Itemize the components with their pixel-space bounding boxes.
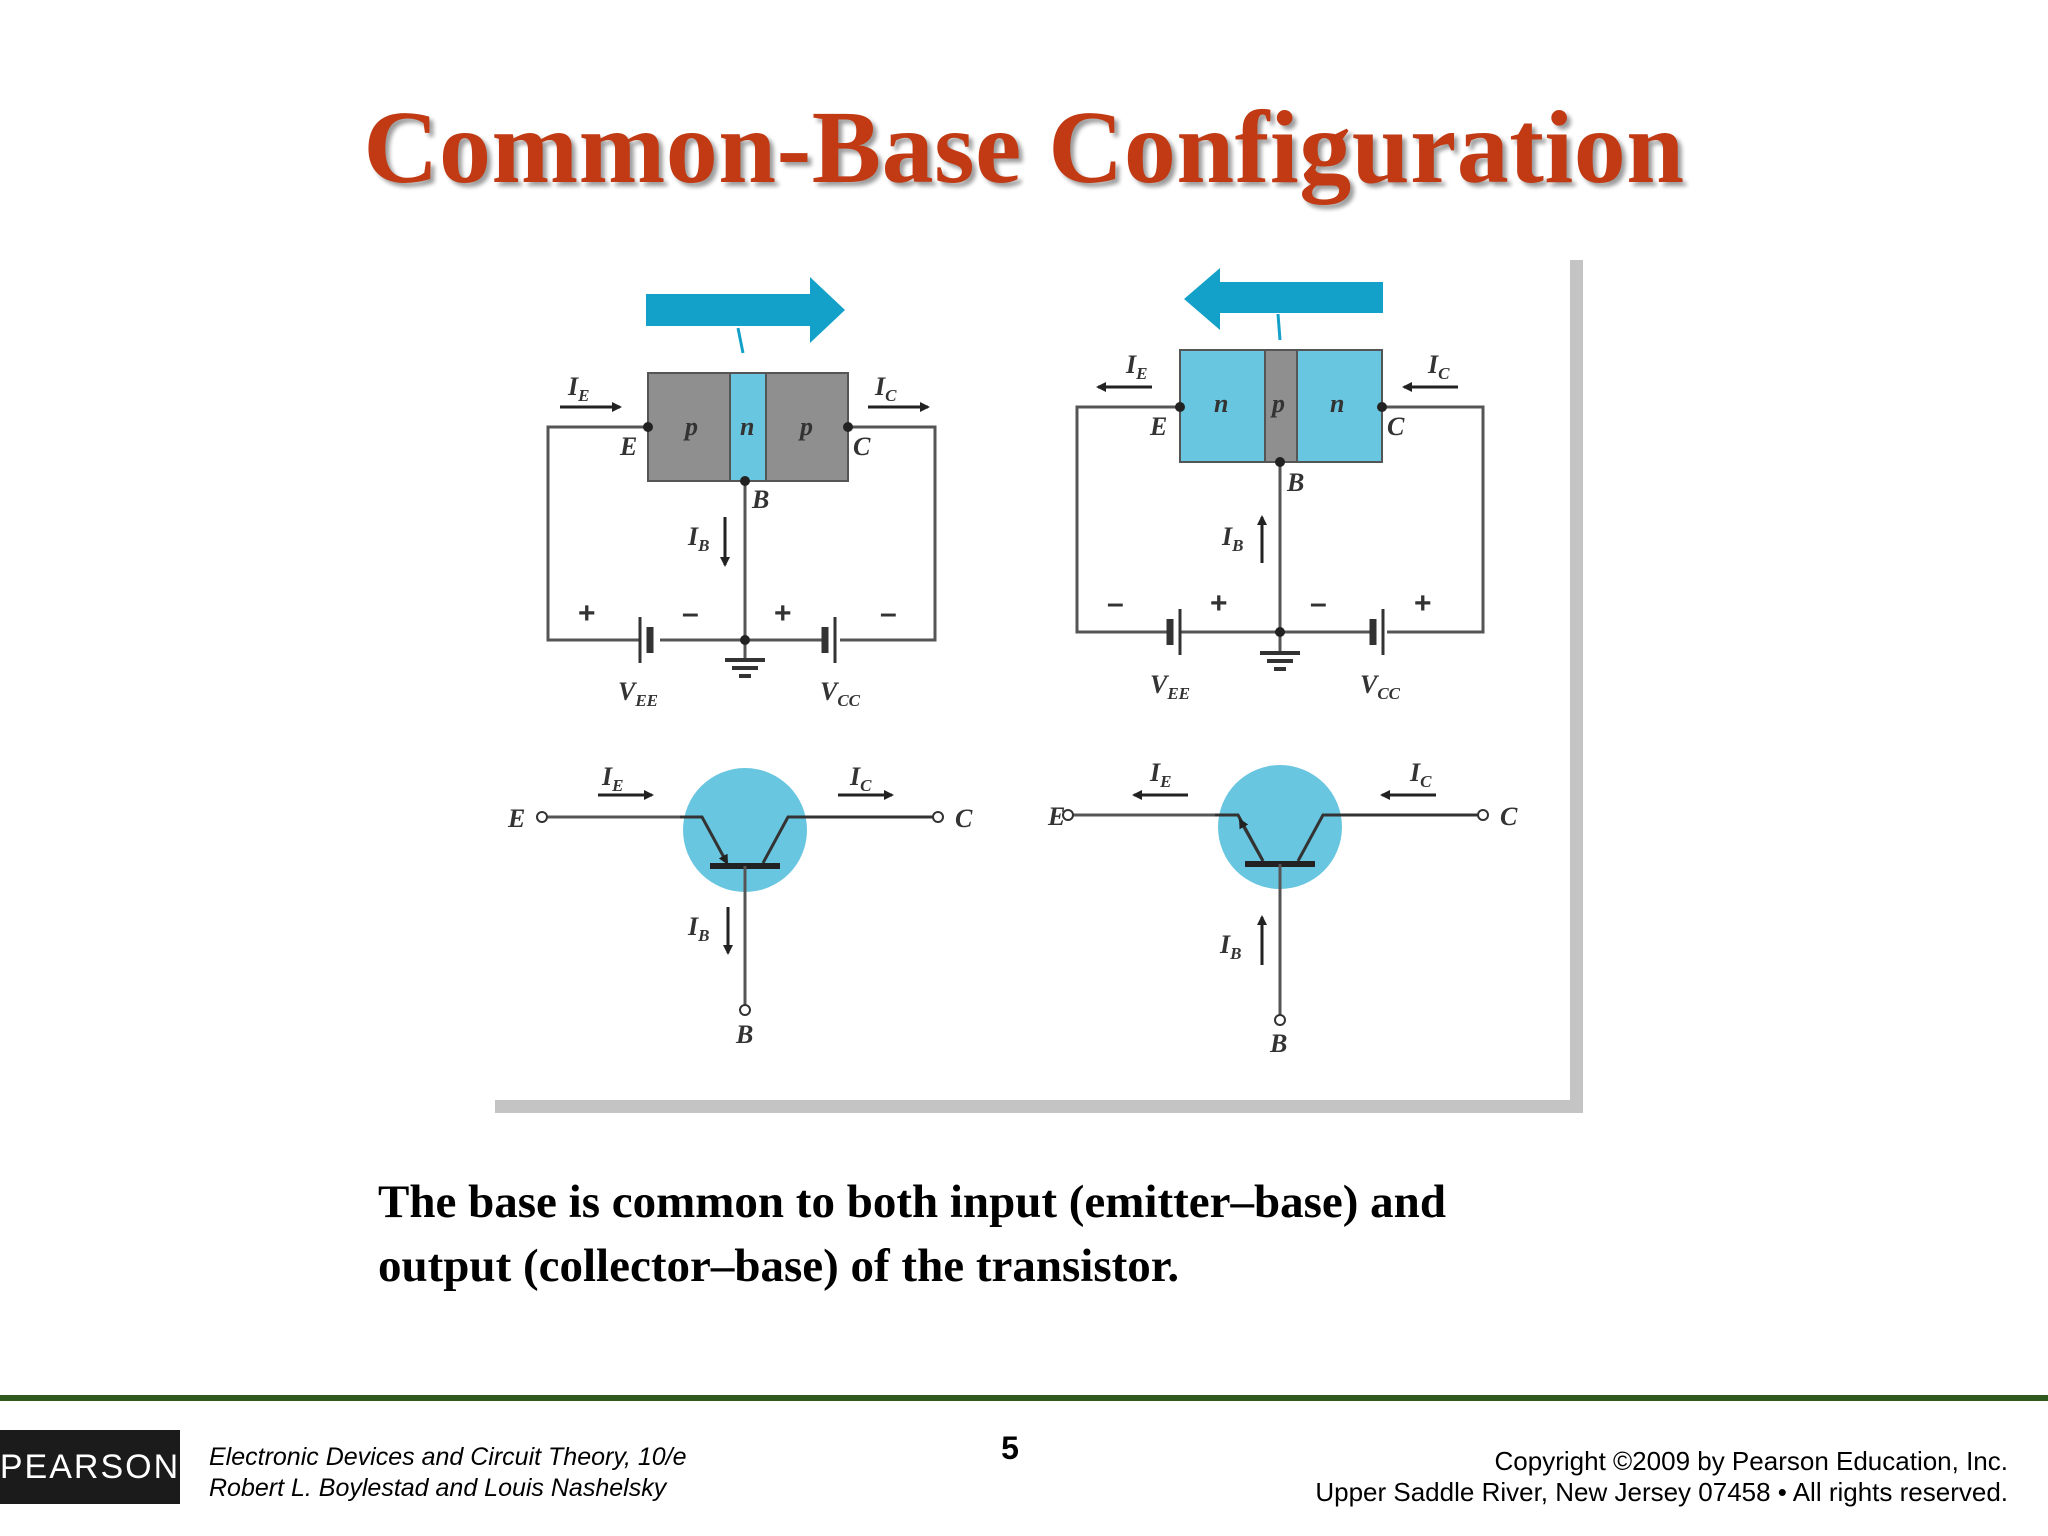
footer-divider [0, 1395, 2048, 1401]
pnp-wire-right [840, 425, 937, 642]
svg-text:IB: IB [1221, 522, 1243, 555]
page-number: 5 [1001, 1430, 1019, 1466]
pnp-wire-left [546, 425, 648, 642]
svg-text:IC: IC [874, 372, 897, 405]
npn-emitter-arrow [1238, 818, 1265, 862]
svg-text:B: B [1269, 1029, 1287, 1058]
npn-sign: + [1210, 587, 1228, 620]
npn-circuit: n p n – + – + IE IC IB E C B VEE VCC [1075, 268, 1485, 703]
npn-symbol-highlight [1218, 765, 1342, 889]
pnp-region-p-right [765, 372, 849, 482]
pnp-region-p-left [647, 372, 731, 482]
pnp-circuit: p n p + – + – IE IC IB E C B VEE V [546, 277, 937, 710]
pnp-sign: + [578, 597, 596, 630]
npn-wire-left [1075, 405, 1180, 634]
pnp-symbol-highlight [683, 768, 807, 892]
svg-text:IE: IE [1125, 350, 1147, 383]
svg-text:C: C [955, 804, 973, 833]
svg-text:C: C [1500, 802, 1518, 831]
npn-region-label: n [1214, 389, 1228, 418]
svg-text:IE: IE [1149, 758, 1171, 791]
svg-text:E: E [1047, 802, 1065, 831]
svg-text:IB: IB [687, 522, 709, 555]
pnp-sign: – [880, 597, 897, 630]
npn-sign: – [1310, 587, 1327, 620]
npn-terminal-b: B [1286, 468, 1304, 497]
npn-region-label: p [1270, 389, 1285, 418]
slide-title: Common-Base Configuration [363, 90, 1685, 205]
caption-line: The base is common to both input (emitte… [378, 1176, 1446, 1228]
pnp-emitter-arrow [680, 815, 729, 865]
npn-region-label: n [1330, 389, 1344, 418]
copyright-line: Upper Saddle River, New Jersey 07458 • A… [1315, 1477, 2008, 1507]
pnp-region-label: n [740, 412, 754, 441]
pnp-terminal-b: B [751, 485, 769, 514]
copyright-notice: Copyright ©2009 by Pearson Education, In… [1315, 1446, 2008, 1508]
npn-terminal-e: E [1149, 412, 1167, 441]
svg-text:VEE: VEE [1150, 670, 1190, 703]
pnp-terminal-e: E [619, 432, 637, 461]
svg-text:VCC: VCC [820, 677, 861, 710]
npn-sign: – [1107, 587, 1124, 620]
svg-text:IE: IE [567, 372, 589, 405]
npn-region-n-right [1296, 349, 1383, 463]
svg-text:B: B [735, 1020, 753, 1049]
npn-wire-right [1382, 405, 1485, 634]
npn-flow-arrow [1184, 268, 1383, 330]
npn-region-p [1264, 349, 1298, 463]
npn-symbol: E C B IE IC IB [1047, 758, 1518, 1058]
svg-text:IB: IB [1219, 930, 1241, 963]
svg-text:IC: IC [849, 762, 872, 795]
npn-terminal-c: C [1387, 412, 1405, 441]
transistor-figure: p n p + – + – IE IC IB E C B VEE V [490, 255, 1590, 1115]
svg-text:IC: IC [1427, 350, 1450, 383]
svg-text:E: E [507, 804, 525, 833]
svg-text:VEE: VEE [618, 677, 658, 710]
svg-text:IE: IE [601, 762, 623, 795]
pearson-logo: PEARSON [0, 1430, 180, 1504]
transistor-diagram: p n p + – + – IE IC IB E C B VEE V [495, 260, 1583, 1113]
book-credit: Electronic Devices and Circuit Theory, 1… [209, 1442, 687, 1504]
pnp-terminal-c: C [853, 432, 871, 461]
npn-flow-tick [1276, 313, 1282, 341]
svg-text:VCC: VCC [1360, 670, 1401, 703]
svg-text:IB: IB [687, 912, 709, 945]
svg-text:IC: IC [1409, 758, 1432, 791]
npn-sign: + [1414, 587, 1432, 620]
figure-shadow-right [1570, 260, 1583, 1113]
pnp-region-label: p [798, 412, 813, 441]
book-authors: Robert L. Boylestad and Louis Nashelsky [209, 1474, 667, 1502]
copyright-line: Copyright ©2009 by Pearson Education, In… [1494, 1446, 2008, 1476]
pnp-sign: + [774, 597, 792, 630]
caption-line: output (collector–base) of the transisto… [378, 1240, 1180, 1292]
slide-caption: The base is common to both input (emitte… [378, 1170, 1778, 1298]
book-title: Electronic Devices and Circuit Theory, 1… [209, 1443, 687, 1471]
pnp-region-label: p [683, 412, 698, 441]
pnp-sign: – [682, 597, 699, 630]
pnp-flow-arrow [646, 277, 845, 343]
pnp-flow-tick [736, 327, 745, 354]
pnp-symbol: E C B IE IC IB [507, 762, 973, 1049]
figure-shadow-bottom [495, 1100, 1583, 1113]
